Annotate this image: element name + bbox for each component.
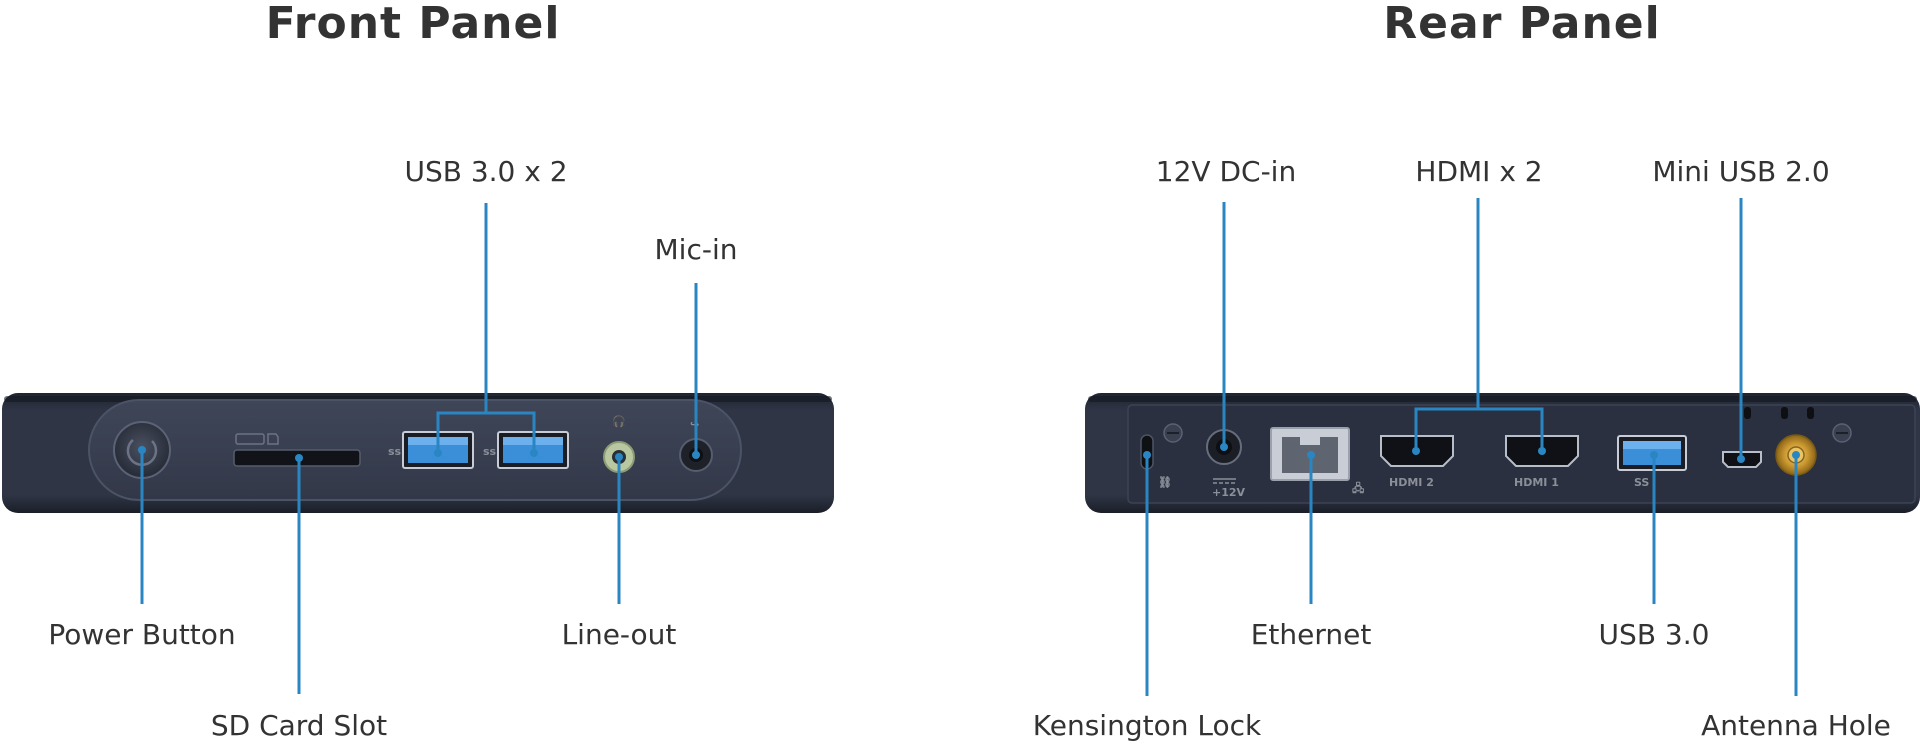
front-leaders: [138, 203, 700, 694]
rear-panel-device: ⛓ +12V 🖧 HDMI 2: [1085, 393, 1920, 513]
label-line-out: Line-out: [562, 618, 677, 651]
usb-ss-glyph-icon: ss: [483, 445, 497, 458]
svg-text:+12V: +12V: [1212, 486, 1246, 499]
label-mini-usb-2-0: Mini USB 2.0: [1652, 155, 1829, 188]
svg-text:SS: SS: [1634, 476, 1649, 489]
front-panel-title: Front Panel: [266, 0, 561, 49]
front-panel-device: ss ss 🎧 ↪: [2, 393, 834, 513]
screw-icon: [1163, 423, 1183, 443]
label-mic-in: Mic-in: [655, 233, 738, 266]
rear-leaders: [1143, 198, 1800, 696]
label-ethernet: Ethernet: [1251, 618, 1372, 651]
usb-ss-glyph-icon: ss: [388, 445, 402, 458]
label-usb-3-0: USB 3.0: [1599, 618, 1710, 651]
label-power-button: Power Button: [48, 618, 235, 651]
svg-text:HDMI 2: HDMI 2: [1389, 476, 1434, 489]
svg-text:🎧: 🎧: [612, 415, 626, 428]
screw-icon: [1832, 423, 1852, 443]
label-sd-card-slot: SD Card Slot: [211, 709, 387, 742]
label-12v-dc-in: 12V DC-in: [1156, 155, 1296, 188]
label-hdmi-x2: HDMI x 2: [1415, 155, 1542, 188]
rear-panel-title: Rear Panel: [1383, 0, 1660, 49]
svg-text:🖧: 🖧: [1352, 481, 1364, 495]
led-indicator-icon: [1744, 407, 1814, 419]
svg-text:HDMI 1: HDMI 1: [1514, 476, 1559, 489]
label-kensington-lock: Kensington Lock: [1033, 709, 1262, 742]
svg-text:⛓: ⛓: [1158, 476, 1172, 489]
label-usb-3-0-x2: USB 3.0 x 2: [404, 155, 567, 188]
label-antenna-hole: Antenna Hole: [1701, 709, 1891, 742]
